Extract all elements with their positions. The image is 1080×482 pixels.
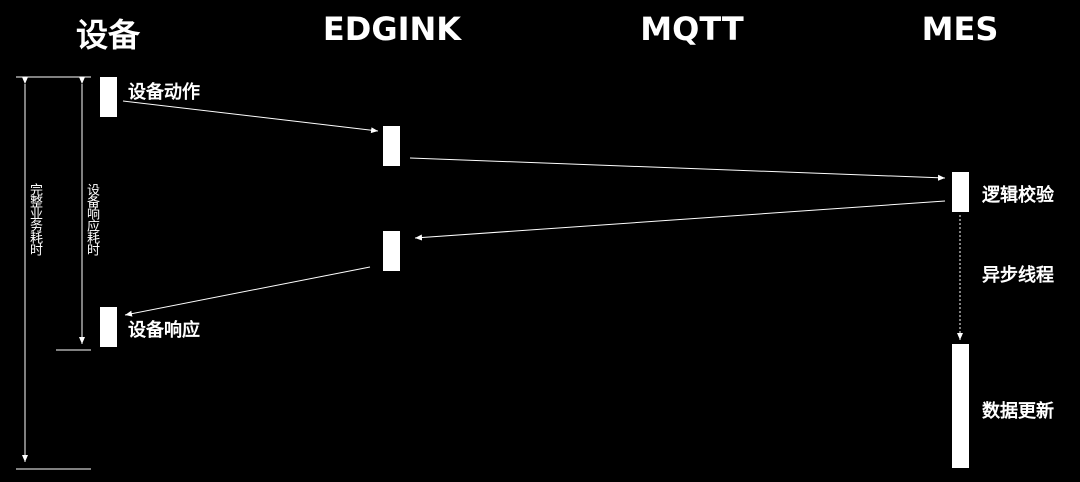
label-logic-check: 逻辑校验: [982, 185, 1054, 206]
lane-header-mes: MES: [921, 10, 999, 48]
arrow-device-to-edgink: [122, 100, 379, 134]
lane-header-device: 设备: [75, 16, 141, 54]
label-data-update: 数据更新: [982, 401, 1054, 422]
lane-header-edgink: EDGINK: [322, 10, 462, 48]
edgink-activation-2: [383, 231, 400, 271]
label-response-duration: 设备响应耗时: [84, 183, 99, 255]
device-activation-1: [100, 77, 117, 117]
edgink-activation-1: [383, 126, 400, 166]
label-device-response: 设备响应: [128, 320, 200, 341]
arrow-edgink-to-mes: [409, 157, 946, 181]
mes-activation-2: [952, 344, 969, 468]
label-async-thread: 异步线程: [982, 265, 1054, 286]
arrow-mes-to-edgink: [414, 200, 946, 241]
device-activation-2: [100, 307, 117, 347]
mes-activation-1: [952, 172, 969, 212]
arrow-edgink-to-device: [124, 266, 371, 317]
label-total-duration: 完整业务耗时: [27, 183, 42, 255]
lane-header-mqtt: MQTT: [640, 10, 744, 48]
label-device-action: 设备动作: [128, 82, 200, 103]
